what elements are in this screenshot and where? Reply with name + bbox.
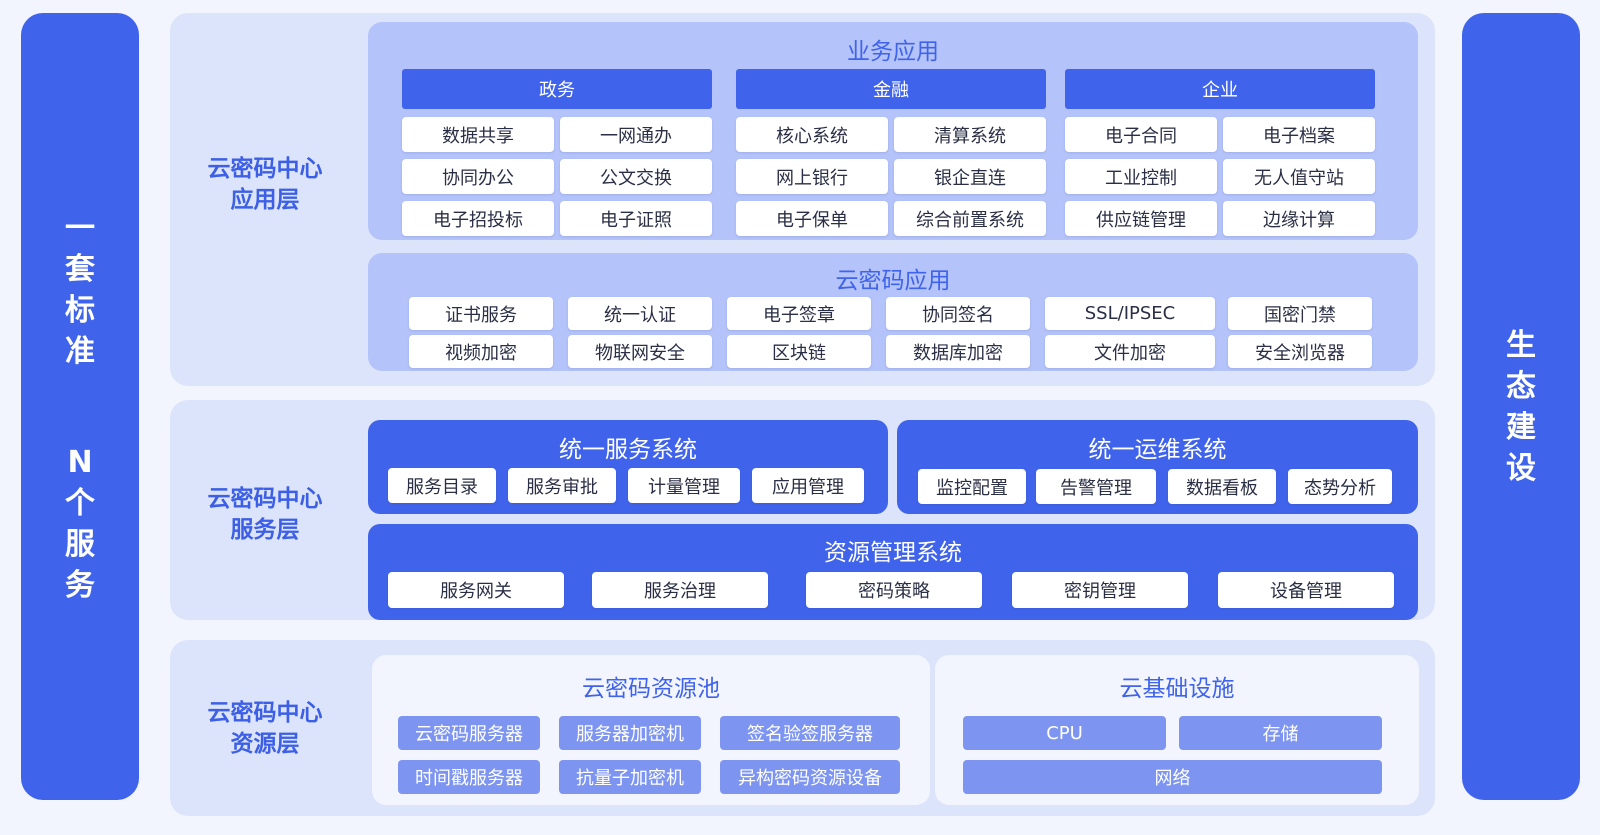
crypto-app-item: 安全浏览器: [1228, 335, 1372, 368]
resource-pool-item: 异构密码资源设备: [720, 760, 900, 794]
unified-ops-item: 告警管理: [1036, 469, 1156, 504]
business-item: 清算系统: [894, 117, 1046, 152]
left-banner-top-text: 一套标准: [65, 210, 95, 369]
crypto-app-item: 电子签章: [727, 297, 871, 330]
infra-item-cpu: CPU: [963, 716, 1166, 750]
business-item: 电子保单: [736, 201, 888, 236]
crypto-app-item: 协同签名: [886, 297, 1030, 330]
unified-ops-title: 统一运维系统: [1088, 437, 1227, 463]
unified-ops-item: 数据看板: [1168, 469, 1276, 504]
business-item: 协同办公: [402, 159, 554, 194]
business-item: 综合前置系统: [894, 201, 1046, 236]
crypto-app-item: 视频加密: [409, 335, 553, 368]
app-layer-label-line2: 应用层: [230, 187, 300, 213]
resource-pool-item: 抗量子加密机: [559, 760, 701, 794]
business-item: 一网通办: [560, 117, 712, 152]
business-group-header: 金融: [736, 69, 1046, 109]
service-layer-label-line2: 服务层: [230, 517, 300, 543]
right-banner-text: 生态建设: [1506, 327, 1536, 486]
service-layer-label-line1: 云密码中心: [207, 486, 323, 512]
resource-mgmt-item: 密码策略: [806, 572, 982, 608]
unified-ops-item: 监控配置: [918, 469, 1026, 504]
resource-mgmt-item: 服务网关: [388, 572, 564, 608]
crypto-app-item: 文件加密: [1045, 335, 1215, 368]
business-item: 网上银行: [736, 159, 888, 194]
business-item: 电子合同: [1065, 117, 1217, 152]
resource-mgmt-title: 资源管理系统: [824, 540, 962, 566]
business-item: 工业控制: [1065, 159, 1217, 194]
business-item: 数据共享: [402, 117, 554, 152]
crypto-app-item: 统一认证: [568, 297, 712, 330]
business-item: 电子招投标: [402, 201, 554, 236]
resource-layer-label: 云密码中心 资源层: [190, 694, 340, 764]
resource-layer-label-line1: 云密码中心: [207, 700, 323, 726]
unified-service-title: 统一服务系统: [559, 437, 697, 463]
app-layer-label-line1: 云密码中心: [207, 156, 323, 182]
crypto-apps-panel-title: 云密码应用: [835, 268, 951, 294]
app-layer-label: 云密码中心 应用层: [190, 150, 340, 220]
service-layer-label: 云密码中心 服务层: [190, 480, 340, 550]
crypto-app-item: 证书服务: [409, 297, 553, 330]
business-item: 银企直连: [894, 159, 1046, 194]
business-item: 电子证照: [560, 201, 712, 236]
right-banner: 生态建设: [1462, 13, 1580, 800]
business-group-header: 企业: [1065, 69, 1375, 109]
business-item: 边缘计算: [1223, 201, 1375, 236]
resource-pool-item: 服务器加密机: [559, 716, 701, 750]
crypto-app-item: 物联网安全: [568, 335, 712, 368]
business-item: 供应链管理: [1065, 201, 1217, 236]
business-group-header: 政务: [402, 69, 712, 109]
resource-pool-item: 时间戳服务器: [398, 760, 540, 794]
crypto-app-item: SSL/IPSEC: [1045, 297, 1215, 330]
business-item: 电子档案: [1223, 117, 1375, 152]
unified-service-item: 计量管理: [628, 468, 740, 503]
crypto-app-item: 国密门禁: [1228, 297, 1372, 330]
resource-pool-title: 云密码资源池: [582, 676, 720, 702]
business-item: 无人值守站: [1223, 159, 1375, 194]
unified-service-item: 服务目录: [388, 468, 496, 503]
unified-service-item: 服务审批: [508, 468, 616, 503]
crypto-app-item: 区块链: [727, 335, 871, 368]
business-panel-title: 业务应用: [847, 39, 939, 65]
resource-mgmt-item: 密钥管理: [1012, 572, 1188, 608]
unified-service-item: 应用管理: [752, 468, 864, 503]
resource-mgmt-item: 设备管理: [1218, 572, 1394, 608]
resource-pool-item: 云密码服务器: [398, 716, 540, 750]
infra-item-storage: 存储: [1179, 716, 1382, 750]
resource-mgmt-item: 服务治理: [592, 572, 768, 608]
business-item: 核心系统: [736, 117, 888, 152]
infra-item-network: 网络: [963, 760, 1382, 794]
business-item: 公文交换: [560, 159, 712, 194]
unified-ops-item: 态势分析: [1288, 469, 1392, 504]
resource-pool-item: 签名验签服务器: [720, 716, 900, 750]
crypto-app-item: 数据库加密: [886, 335, 1030, 368]
resource-layer-label-line2: 资源层: [230, 731, 300, 757]
infra-title: 云基础设施: [1119, 676, 1235, 702]
